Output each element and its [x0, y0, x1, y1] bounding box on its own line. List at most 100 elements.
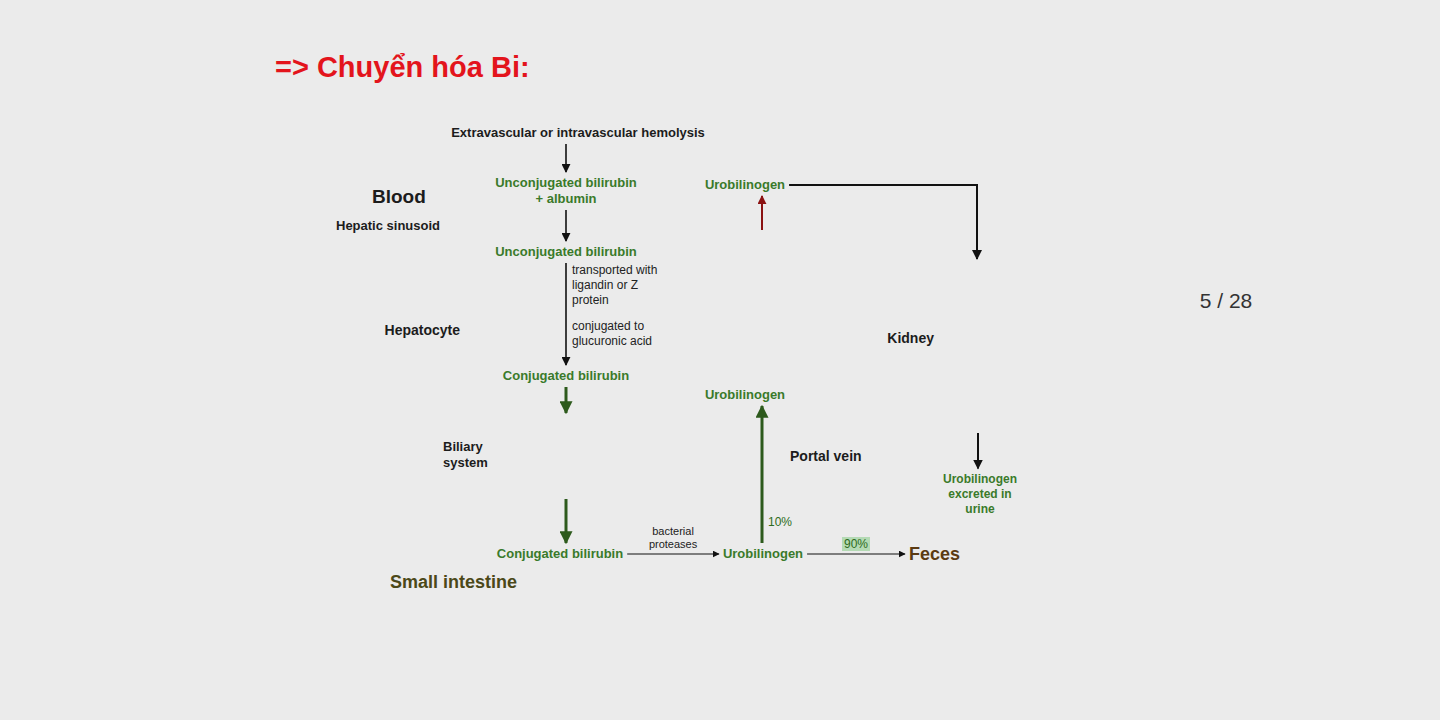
metabolite-text: Conjugated bilirubin	[503, 368, 629, 384]
portal-vein: Portal vein	[712, 405, 792, 506]
process-text: Extravascular or intravascular hemolysis	[451, 125, 705, 141]
vein-outline	[712, 405, 790, 506]
kidney-outline	[920, 265, 1054, 429]
metabolite-text: Unconjugated bilirubin + albumin	[493, 175, 640, 207]
metabolite-text: Urobilinogen	[723, 546, 803, 562]
process-text: Extravascular or intravascular hemolysis	[451, 125, 705, 141]
tube-end	[813, 116, 835, 217]
metabolite-text: Unconjugated bilirubin	[495, 244, 637, 260]
metabolite-text: Urobilinogen	[705, 177, 785, 193]
metabolite-text: Urobilinogen	[705, 387, 785, 403]
edge-label: 90%	[842, 537, 870, 551]
duct-cell	[516, 466, 546, 494]
label-holder: 5 / 28	[1200, 288, 1253, 313]
edge-label-holder: 10%	[768, 515, 792, 529]
text-holder: Portal vein	[790, 448, 862, 465]
vessel-name: Blood	[372, 185, 426, 208]
metabolite-text: Urobilinogen	[705, 177, 785, 193]
tube-end	[324, 116, 367, 217]
blood-vessel: Blood Extravascular or intravascular hemo…	[323, 115, 857, 217]
flow-arrow	[565, 499, 568, 543]
label-holder: transported with ligandin or Z protein	[572, 263, 662, 308]
recents-icon	[1387, 186, 1415, 214]
duct-cell	[580, 417, 610, 445]
page-counter: 5 / 28	[1200, 288, 1253, 313]
edge-label: bacterial proteases	[644, 525, 702, 551]
tube-end	[359, 504, 386, 606]
edge-label: 10%	[768, 515, 792, 529]
tube-body	[323, 116, 857, 217]
edge-label-holder: 90%	[842, 537, 870, 551]
flow-arrow	[761, 196, 763, 230]
metabolite-text: Conjugated bilirubin	[503, 368, 629, 384]
step-note: transported with ligandin or Z protein	[572, 263, 662, 308]
kidney-shape: Kidney	[916, 262, 1058, 430]
organ-name: Small intestine	[390, 571, 517, 593]
duct-cell	[564, 478, 589, 508]
cell-outline	[471, 231, 805, 409]
biliary-ring: Biliary system	[508, 401, 618, 511]
tube-end	[864, 504, 878, 606]
metabolite-text: Urobilinogen excreted in urine	[935, 472, 1025, 517]
flow-arrow	[565, 263, 567, 365]
intestine-tube: Small intestine Conjugated bilirubin Urobi…	[358, 503, 892, 606]
kidney-shape-shape	[916, 262, 1058, 430]
text-holder: Small intestine	[390, 571, 517, 593]
duct-cell	[536, 478, 561, 508]
flow-arrow	[565, 387, 568, 413]
duct-cell	[536, 404, 561, 434]
edge-label-holder: bacterial proteases	[644, 525, 702, 551]
vessel-name: Portal vein	[790, 448, 862, 465]
title-holder: => Chuyển hóa Bi:	[275, 50, 530, 85]
flow-arrow	[977, 433, 979, 469]
text-holder: Blood	[372, 185, 426, 208]
metabolite-text: Urobilinogen excreted in urine	[935, 472, 1025, 517]
metabolite-text: Unconjugated bilirubin	[495, 244, 637, 260]
page-pill	[1172, 269, 1280, 331]
organ-name: Kidney	[887, 330, 934, 347]
duct-cell	[510, 443, 539, 469]
region-label: Hepatic sinusoid	[336, 218, 440, 234]
output-text: Feces	[909, 543, 960, 565]
organ-name: Biliary system	[443, 439, 505, 471]
flow-arrow	[807, 553, 905, 554]
output-text: Feces	[909, 543, 960, 565]
slide-page	[193, 0, 1170, 720]
home-icon	[1385, 345, 1415, 375]
scroll-button	[1302, 249, 1398, 345]
flow-arrow	[789, 185, 977, 259]
metabolite-text: Urobilinogen	[723, 546, 803, 562]
duct-cell	[516, 417, 546, 445]
flow-arrow	[627, 553, 719, 554]
label-holder: conjugated to glucuronic acid	[572, 319, 662, 349]
nav-bar	[1360, 0, 1440, 720]
cell-name: Hepatocyte	[385, 322, 460, 339]
duct-cell	[587, 443, 616, 469]
up-triangle	[1334, 279, 1352, 289]
text-holder: Biliary system	[443, 439, 505, 471]
top-rule	[0, 0, 1360, 3]
duct-cell	[580, 466, 610, 494]
metabolite-text: Unconjugated bilirubin + albumin	[493, 175, 640, 207]
slide-title: => Chuyển hóa Bi:	[275, 50, 530, 85]
flow-arrow	[761, 406, 764, 543]
flow-arrow	[565, 210, 567, 241]
back-icon	[1388, 505, 1413, 535]
text-holder: Kidney	[887, 330, 934, 347]
metabolite-text: Urobilinogen	[705, 387, 785, 403]
step-note: conjugated to glucuronic acid	[572, 319, 662, 349]
metabolite-text: Conjugated bilirubin	[497, 546, 623, 562]
metabolite-text: Conjugated bilirubin	[497, 546, 623, 562]
portal-vein-shape	[712, 405, 792, 506]
down-triangle	[1334, 303, 1352, 313]
tube-body	[358, 504, 892, 606]
label-holder: Hepatic sinusoid	[336, 218, 440, 234]
text-holder: Hepatocyte	[385, 322, 460, 339]
biliary-ring-shape	[508, 401, 618, 511]
flow-arrow	[565, 144, 567, 172]
duct-cell	[564, 404, 589, 434]
